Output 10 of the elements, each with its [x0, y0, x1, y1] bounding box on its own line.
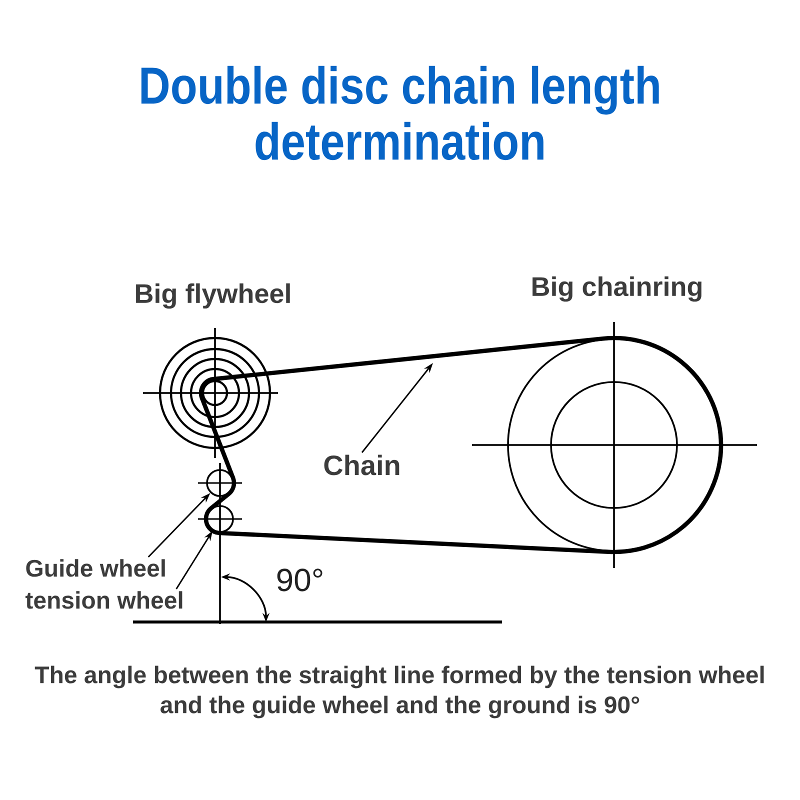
part-label: Chain: [324, 454, 400, 476]
pulley-wheel: [198, 505, 242, 533]
angle-label: 90°: [277, 568, 322, 592]
caption: The angle between the straight line formed by the tension wheel and the guide wheel and the ground is 90°: [34, 666, 764, 718]
part-label: Big flywheel: [136, 283, 290, 309]
part-label: Guide wheel: [26, 559, 165, 577]
part-label: Big chainring: [532, 276, 702, 302]
title: Double disc chain length determination: [141, 66, 659, 160]
part-label: tension wheel: [26, 591, 182, 609]
pulley-wheel: [198, 469, 242, 497]
